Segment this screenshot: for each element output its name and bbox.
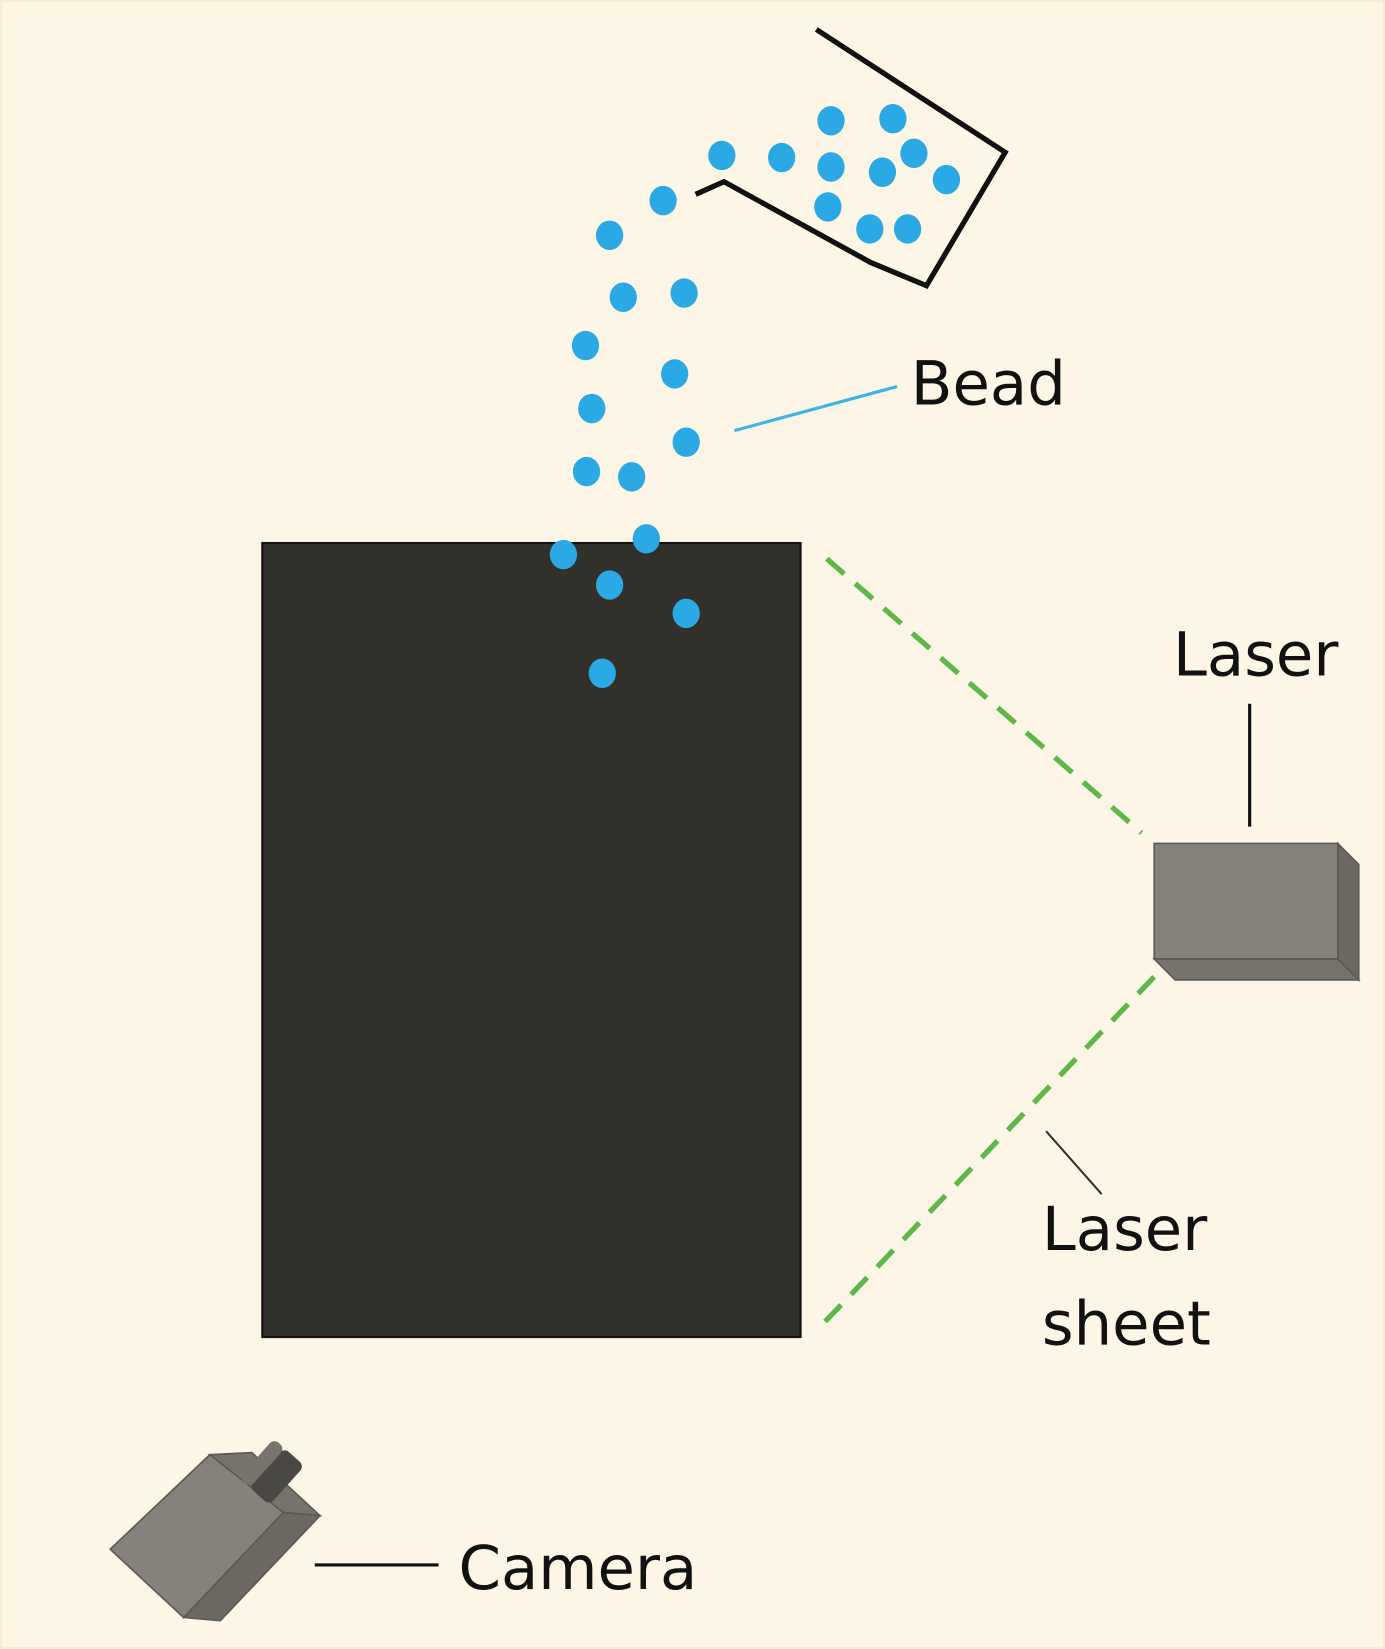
- bead: [932, 164, 961, 195]
- bead: [672, 598, 700, 629]
- camera-icon: [109, 1441, 323, 1622]
- bead: [661, 359, 689, 389]
- bead-label: Bead: [911, 348, 1066, 419]
- beads: [549, 103, 961, 688]
- bead: [595, 570, 624, 600]
- bead: [893, 214, 922, 244]
- bead: [817, 152, 845, 182]
- laser-sheet-lower-edge: [816, 974, 1157, 1331]
- bead: [768, 142, 796, 173]
- bead: [814, 192, 842, 222]
- bead-leader-line: [734, 384, 898, 433]
- container-icon: [694, 27, 1009, 289]
- camera-label: Camera: [459, 1533, 698, 1604]
- bead: [578, 393, 606, 424]
- bead: [672, 427, 700, 457]
- bead: [549, 539, 578, 570]
- tank: [261, 541, 802, 1339]
- bead: [900, 138, 928, 169]
- laser-label: Laser: [1173, 619, 1339, 690]
- bead: [588, 658, 616, 688]
- bead: [618, 462, 646, 492]
- bead: [571, 330, 600, 361]
- laser-sheet-label-line1: Laser: [1042, 1194, 1208, 1265]
- bead: [879, 103, 907, 134]
- laser-device-icon: [1152, 841, 1361, 982]
- laser-sheet-leader-line: [1045, 1130, 1103, 1195]
- bead: [856, 214, 884, 244]
- bead: [670, 278, 698, 308]
- bead: [609, 282, 637, 312]
- bead: [632, 524, 660, 554]
- bead: [595, 220, 624, 250]
- laser-sheet-upper-edge: [825, 556, 1144, 835]
- laser-sheet-label-line2: sheet: [1042, 1288, 1211, 1359]
- bead: [817, 106, 845, 136]
- bead: [868, 157, 897, 187]
- bead: [708, 140, 736, 171]
- bead: [649, 185, 677, 216]
- bead: [572, 456, 601, 487]
